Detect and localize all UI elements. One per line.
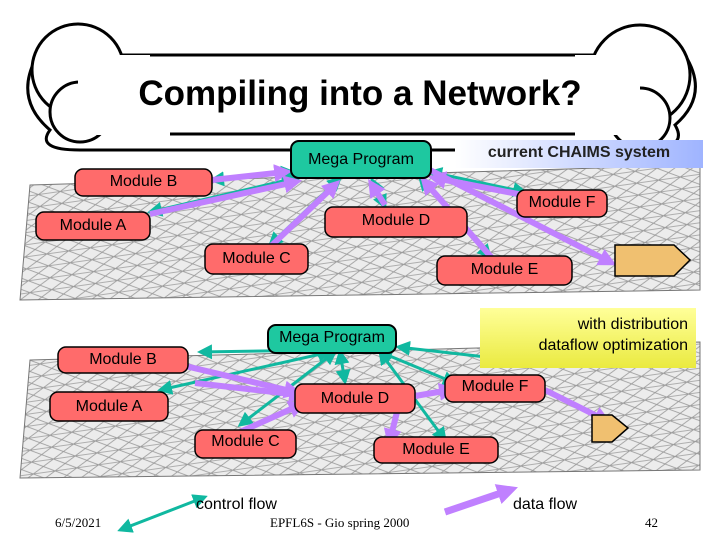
title-bone-shape <box>26 22 697 152</box>
top-module-e-label: Module E <box>470 261 539 278</box>
top-mega-program-label: Mega Program <box>308 151 414 168</box>
bottom-modules <box>49 308 696 464</box>
top-system-label: current CHAIMS system <box>487 144 671 161</box>
top-mega-program-box <box>290 140 432 179</box>
top-end-node <box>614 244 692 277</box>
bottom-system-label-line1: with distribution <box>577 316 688 333</box>
bottom-system-label-box <box>480 308 696 368</box>
top-module-a-label: Module A <box>59 217 127 234</box>
bottom-module-a-box <box>49 391 169 422</box>
bottom-module-c-box <box>194 429 297 459</box>
bottom-mega-program-label: Mega Program <box>279 329 385 346</box>
top-system-label-box <box>455 140 703 168</box>
legend <box>117 484 518 533</box>
top-module-d-label: Module D <box>361 212 431 229</box>
top-module-c-box <box>204 243 309 275</box>
bottom-module-e-box <box>373 436 499 464</box>
footer-page-number: 42 <box>645 515 658 530</box>
bottom-end-node <box>591 414 630 443</box>
legend-control-arrow <box>117 494 208 533</box>
legend-control-flow-label: control flow <box>196 496 277 513</box>
bottom-module-e-label: Module E <box>402 441 470 458</box>
footer-center: EPFL6S - Gio spring 2000 <box>270 515 410 530</box>
bottom-module-b-box <box>57 346 189 374</box>
bottom-system-label-line2: dataflow optimization <box>538 337 688 354</box>
top-module-a-box <box>35 211 151 241</box>
legend-data-arrow <box>443 484 518 516</box>
bottom-module-c-label: Module C <box>211 433 280 450</box>
top-module-b-box <box>74 168 213 197</box>
top-module-c-label: Module C <box>222 250 291 267</box>
bottom-module-a-label: Module A <box>75 398 143 415</box>
bottom-module-b-label: Module B <box>89 351 157 368</box>
bottom-module-d-box <box>294 383 416 414</box>
top-module-f-box <box>516 189 608 218</box>
top-module-b-label: Module B <box>109 173 178 190</box>
bottom-module-d-label: Module D <box>320 390 390 407</box>
legend-data-flow-label: data flow <box>513 496 578 513</box>
footer-date: 6/5/2021 <box>55 515 102 530</box>
top-module-d-box <box>324 206 468 238</box>
top-module-f-label: Module F <box>528 194 596 211</box>
slide-title: Compiling into a Network? <box>138 74 582 113</box>
bottom-module-f-label: Module F <box>461 378 529 395</box>
bottom-mega-program-box <box>267 324 397 354</box>
top-module-e-box <box>436 255 573 286</box>
top-modules <box>35 140 703 286</box>
bottom-module-f-box <box>444 374 546 403</box>
